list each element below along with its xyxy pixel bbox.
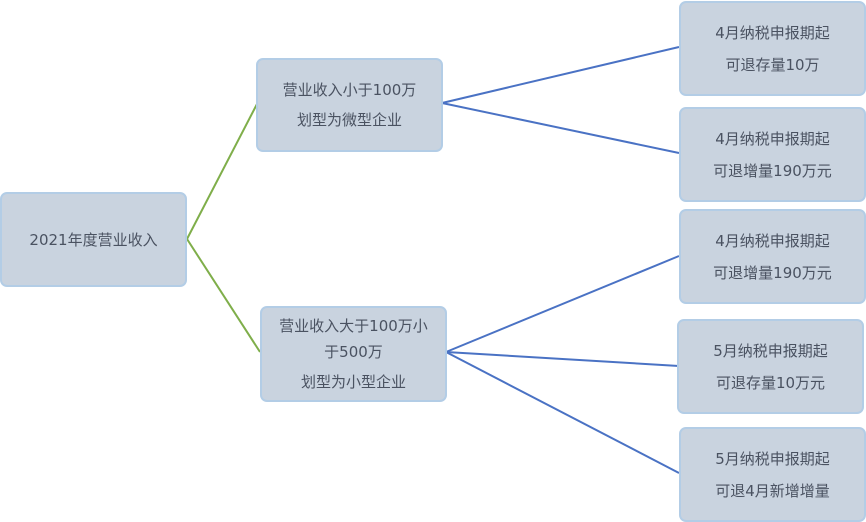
outcome-period: 5月纳税申报期起	[715, 449, 830, 468]
root-node: 2021年度营业收入	[0, 192, 187, 287]
branch-node-micro: 营业收入小于100万 划型为微型企业	[256, 58, 443, 152]
outcome-period: 5月纳税申报期起	[713, 341, 828, 360]
root-label: 2021年度营业收入	[29, 230, 158, 249]
outcome-refund: 可退4月新增增量	[715, 481, 830, 500]
outcome-node: 4月纳税申报期起 可退增量190万元	[679, 209, 866, 304]
connector-branch-1-to-outcome-1	[441, 46, 680, 104]
branch-node-small: 营业收入大于100万小 于500万 划型为小型企业	[260, 306, 447, 402]
connector-branch-2-to-outcome-3	[445, 351, 680, 474]
outcome-refund: 可退存量10万元	[715, 373, 826, 392]
branch-2-classification: 划型为小型企业	[300, 373, 406, 391]
outcome-node: 4月纳税申报期起 可退存量10万	[679, 1, 866, 96]
outcome-node: 5月纳税申报期起 可退存量10万元	[677, 319, 864, 414]
connector-root-to-branch-2	[186, 238, 261, 353]
connector-root-to-branch-1	[186, 103, 258, 240]
branch-1-condition: 营业收入小于100万	[282, 81, 417, 99]
outcome-period: 4月纳税申报期起	[715, 129, 830, 148]
outcome-node: 4月纳税申报期起 可退增量190万元	[679, 107, 866, 202]
outcome-node: 5月纳税申报期起 可退4月新增增量	[679, 427, 866, 522]
connector-branch-2-to-outcome-2	[445, 351, 680, 367]
outcome-refund: 可退增量190万元	[713, 263, 832, 282]
outcome-period: 4月纳税申报期起	[715, 231, 830, 250]
outcome-period: 4月纳税申报期起	[715, 23, 830, 42]
outcome-refund: 可退存量10万	[725, 55, 820, 74]
branch-2-condition-line-2: 于500万	[324, 343, 383, 361]
connector-branch-1-to-outcome-2	[441, 102, 680, 154]
branch-1-classification: 划型为微型企业	[296, 111, 402, 129]
branch-2-condition-line-1: 营业收入大于100万小	[279, 317, 428, 335]
outcome-refund: 可退增量190万元	[713, 161, 832, 180]
connector-branch-2-to-outcome-1	[445, 255, 680, 353]
